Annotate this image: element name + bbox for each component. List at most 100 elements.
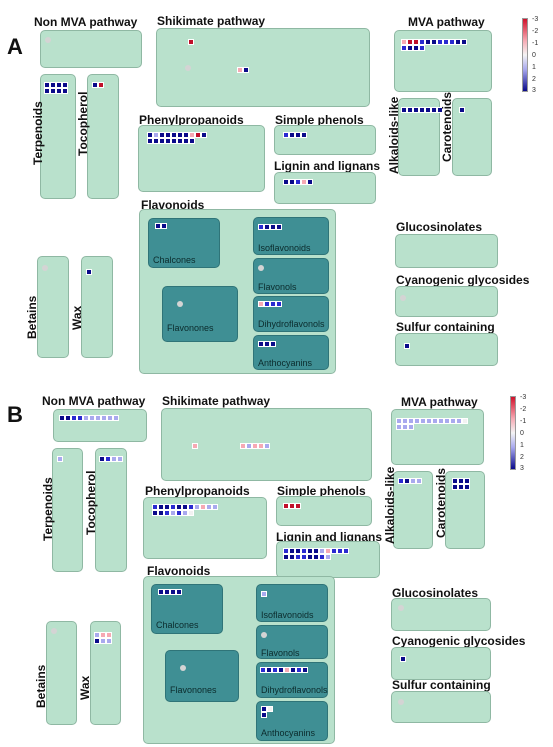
alkaloids-title: Alkaloids-like bbox=[383, 466, 397, 544]
heat-cell bbox=[158, 510, 164, 516]
heat-cell bbox=[260, 667, 266, 673]
flavonols-box: Flavonols bbox=[256, 625, 328, 659]
heat-cell bbox=[176, 589, 182, 595]
heat-cell bbox=[107, 415, 113, 421]
anthocyanins-box: Anthocyanins bbox=[253, 335, 329, 370]
legend-tick: -2 bbox=[520, 406, 527, 413]
heat-cell bbox=[289, 179, 295, 185]
simple-phenols-box bbox=[276, 496, 372, 526]
heat-cell bbox=[111, 456, 117, 462]
heat-cell bbox=[419, 45, 425, 51]
heat-cell bbox=[188, 39, 194, 45]
heat-cell bbox=[201, 132, 207, 138]
legend-tick: 2 bbox=[532, 76, 536, 83]
heat-cell bbox=[177, 132, 183, 138]
heat-cell bbox=[464, 478, 470, 484]
flavonones-box: Flavonones bbox=[165, 650, 239, 702]
heat-cell bbox=[283, 548, 289, 554]
heat-cell bbox=[182, 504, 188, 510]
flavonols-title: Flavonols bbox=[258, 282, 297, 292]
heat-cell bbox=[416, 478, 422, 484]
heat-cell bbox=[92, 82, 98, 88]
wax-box bbox=[90, 621, 121, 725]
heat-cell bbox=[155, 223, 161, 229]
heat-cell bbox=[94, 632, 100, 638]
heat-cell bbox=[159, 132, 165, 138]
heat-cell bbox=[158, 504, 164, 510]
heat-cell bbox=[290, 667, 296, 673]
terpenoids-title: Terpenoids bbox=[41, 477, 55, 541]
heat-cell bbox=[401, 45, 407, 51]
legend-tick: 3 bbox=[532, 87, 536, 94]
heat-cell bbox=[261, 591, 267, 597]
isoflavonoids-box: Isoflavonoids bbox=[253, 217, 329, 255]
wax-heatmap bbox=[86, 269, 92, 275]
carotenoids-title: Carotenoids bbox=[440, 91, 454, 162]
legend-tick: -1 bbox=[520, 418, 527, 425]
heat-cell bbox=[258, 301, 264, 307]
anthocyanins-heatmap bbox=[261, 706, 273, 718]
heat-cell bbox=[183, 132, 189, 138]
sulfur-title: Sulfur containing bbox=[396, 320, 495, 334]
heat-cell bbox=[206, 504, 212, 510]
legend-tick: -3 bbox=[520, 394, 527, 401]
shikimate-heatmap bbox=[188, 39, 194, 45]
wax-title: Wax bbox=[70, 305, 84, 330]
glucosinolates-box bbox=[395, 234, 498, 268]
heat-cell bbox=[313, 554, 319, 560]
heat-cell bbox=[159, 138, 165, 144]
heat-cell bbox=[261, 706, 267, 712]
heat-cell bbox=[456, 418, 462, 424]
heat-cell bbox=[176, 504, 182, 510]
heat-cell bbox=[56, 82, 62, 88]
flavonoids-title: Flavonoids bbox=[141, 198, 205, 212]
heat-cell bbox=[270, 341, 276, 347]
heat-cell bbox=[426, 418, 432, 424]
panel-b-label: B bbox=[7, 402, 23, 427]
heat-cell bbox=[264, 301, 270, 307]
heat-cell bbox=[50, 88, 56, 94]
wax-heatmap bbox=[94, 632, 112, 644]
legend-tick: 2 bbox=[520, 454, 524, 461]
heat-cell bbox=[59, 415, 65, 421]
heat-cell bbox=[258, 443, 264, 449]
legend-a: -3 -2 -1 0 1 2 3 bbox=[522, 16, 550, 98]
heat-cell bbox=[401, 39, 407, 45]
heat-cell bbox=[164, 504, 170, 510]
heat-cell bbox=[188, 510, 194, 516]
heat-cell bbox=[270, 224, 276, 230]
chalcones-box: Chalcones bbox=[151, 584, 223, 634]
heat-cell bbox=[276, 301, 282, 307]
mva-title: MVA pathway bbox=[401, 395, 478, 409]
flavonones-title: Flavonones bbox=[170, 685, 217, 695]
heat-cell bbox=[462, 424, 468, 430]
anthocyanins-title: Anthocyanins bbox=[258, 358, 313, 368]
heat-cell bbox=[152, 504, 158, 510]
heat-cell bbox=[62, 88, 68, 94]
heat-cell bbox=[325, 554, 331, 560]
cyanogenic-box bbox=[391, 647, 491, 680]
anthocyanins-box: Anthocyanins bbox=[256, 701, 328, 741]
carotenoids-box bbox=[452, 98, 492, 176]
tocopherol-heatmap bbox=[92, 82, 104, 88]
heat-cell bbox=[106, 638, 112, 644]
shikimate-title: Shikimate pathway bbox=[157, 14, 266, 28]
alkaloids-box bbox=[393, 471, 433, 549]
wax-title: Wax bbox=[78, 675, 92, 700]
heat-cell bbox=[100, 638, 106, 644]
heat-cell bbox=[147, 138, 153, 144]
heat-cell bbox=[404, 343, 410, 349]
heat-cell bbox=[170, 504, 176, 510]
heat-cell bbox=[153, 132, 159, 138]
heat-cell bbox=[56, 88, 62, 94]
lignin-box bbox=[276, 541, 380, 578]
heat-cell bbox=[401, 107, 407, 113]
anthocyanins-heatmap bbox=[258, 341, 276, 347]
heat-cell bbox=[295, 554, 301, 560]
heat-cell bbox=[458, 478, 464, 484]
legend-colorbar bbox=[522, 18, 528, 92]
non-mva-heatmap bbox=[59, 415, 119, 421]
lignin-heatmap bbox=[283, 548, 349, 560]
heat-cell bbox=[444, 418, 450, 424]
heat-cell bbox=[438, 418, 444, 424]
